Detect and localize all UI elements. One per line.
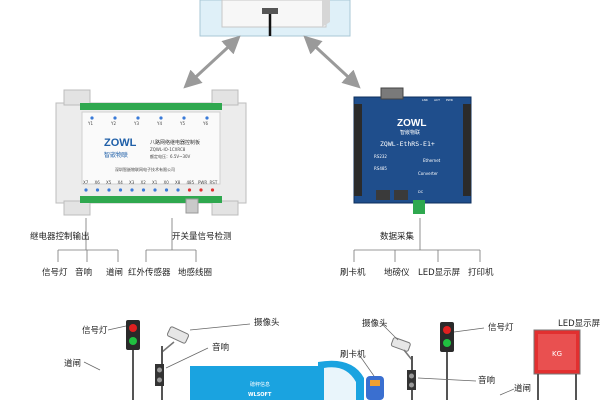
weighbridge-line2: WLSOFT (248, 392, 272, 398)
relay-top-terminal-label: Y4 (156, 121, 162, 126)
scene-right-label: 信号灯 (488, 322, 514, 333)
converter-dc: DC (418, 190, 424, 194)
scene-right-label: 道闸 (514, 383, 531, 394)
relay-bottom-led (176, 188, 180, 192)
arrow-computer-relay (183, 35, 241, 89)
scene-right-label: 刷卡机 (340, 349, 366, 360)
relay-bottom-led (95, 188, 100, 192)
converter-port2: RS485 (374, 166, 387, 171)
relay-top-terminal-label: Y6 (202, 121, 208, 126)
left-speaker (155, 364, 164, 386)
converter-led-label: PWR (446, 98, 453, 102)
computer-terminal (199, 0, 351, 37)
scene-left-label: 道闸 (64, 358, 81, 369)
relay-bottom-terminal-label: X3 (129, 180, 135, 185)
scene-right-label: 摄像头 (362, 318, 388, 329)
relay-bottom-led (199, 188, 203, 192)
converter-model: ZQWL-EthRS-E1+ (380, 140, 435, 148)
converter-box: ZOWL 智嵌物联 ZQWL-EthRS-E1+ RS232 RS485 Eth… (353, 87, 472, 214)
converter-led-label: LNK (422, 98, 429, 102)
relay-model: ZQWL-IO-1CXRC8 (150, 147, 186, 152)
relay-top-led (90, 116, 94, 120)
relay-bottom-terminal-label: X7 (83, 180, 89, 185)
switch-detect-child: 地感线圈 (178, 267, 212, 278)
data-collect-child: 地磅仪 (384, 267, 410, 278)
relay-output-child: 道闸 (106, 267, 123, 278)
led-screen-text: KG (552, 350, 562, 358)
converter-led-label: ACT (434, 98, 440, 102)
relay-bottom-led (118, 188, 123, 192)
relay-bottom-led (164, 188, 169, 192)
scene-leader-lines (83, 323, 515, 396)
data-collect-child: 打印机 (468, 267, 494, 278)
relay-bottom-terminal-label: 485 (187, 180, 195, 185)
right-camera-icon (390, 337, 413, 400)
switch-detect-label: 开关量信号检测 (172, 231, 232, 242)
relay-output-tree (57, 218, 481, 262)
converter-brand: ZOWL (397, 118, 426, 129)
relay-bottom-terminal-label: RST (210, 180, 218, 185)
relay-bottom-terminal-label: X0 (164, 180, 170, 185)
data-collect-label: 数据采集 (380, 231, 415, 242)
relay-bottom-terminal-label: X2 (141, 180, 147, 185)
relay-top-led (205, 116, 209, 120)
scene-right-label: LED显示屏 (558, 319, 600, 329)
relay-voltage: 额定电压：6.5V~30V (150, 153, 191, 159)
relay-output-child: 音响 (75, 267, 92, 278)
relay-bottom-terminal-label: X5 (106, 180, 112, 185)
relay-bottom-terminal-label: X1 (152, 180, 158, 185)
relay-bottom-led (153, 188, 157, 192)
relay-top-terminal-label: Y3 (133, 121, 139, 126)
data-collect-child: 刷卡机 (340, 267, 366, 278)
relay-bottom-led (187, 188, 192, 192)
relay-bottom-terminal-label: X6 (95, 180, 101, 185)
relay-bottom-led (141, 188, 146, 192)
relay-bottom-led (130, 188, 134, 192)
relay-top-led (136, 116, 140, 120)
relay-bottom-led (84, 188, 88, 192)
weighbridge-scene: 磅秤信息 WLSOFT (126, 320, 581, 400)
relay-bottom-terminal-label: X4 (118, 180, 124, 185)
relay-output-child: 信号灯 (42, 267, 68, 278)
relay-brand: ZOWL (104, 137, 137, 149)
relay-top-terminal-label: Y1 (87, 121, 93, 126)
scene-left-label: 信号灯 (82, 325, 108, 336)
relay-top-led (113, 116, 117, 120)
right-speaker (407, 370, 416, 390)
relay-company: 深圳智嵌物联网电子技术有限公司 (115, 166, 175, 172)
relay-top-led (182, 116, 186, 120)
relay-bottom-led (210, 188, 215, 192)
relay-top-terminal-label: Y5 (179, 121, 185, 126)
relay-output-label: 继电器控制输出 (30, 231, 90, 242)
relay-top-led (159, 116, 163, 120)
left-signal-light (126, 320, 140, 400)
switch-detect-child: 红外传感器 (128, 267, 171, 278)
right-signal-light (440, 322, 454, 400)
converter-ethernet: Ethernet (423, 158, 441, 163)
scene-left-label: 摄像头 (254, 317, 280, 328)
led-display-screen: KG (533, 329, 581, 400)
relay-bottom-terminal-label: PWR (198, 180, 207, 185)
converter-port1: RS232 (374, 154, 387, 159)
scene-left-label: 音响 (212, 342, 229, 353)
relay-top-terminal-label: Y2 (110, 121, 116, 126)
data-collect-child: LED显示屏 (418, 268, 461, 278)
scene-right-label: 音响 (478, 375, 495, 386)
arrow-computer-converter (303, 35, 361, 89)
converter-brand-cn: 智嵌物联 (400, 129, 420, 136)
relay-title: 八路网络继电器控制板 (150, 139, 200, 146)
relay-bottom-led (107, 188, 111, 192)
weighbridge-line1: 磅秤信息 (250, 381, 270, 388)
converter-converter: Converter (418, 171, 438, 176)
relay-bottom-terminal-label: X8 (175, 180, 181, 185)
relay-brand-cn: 智嵌物联 (104, 151, 128, 159)
